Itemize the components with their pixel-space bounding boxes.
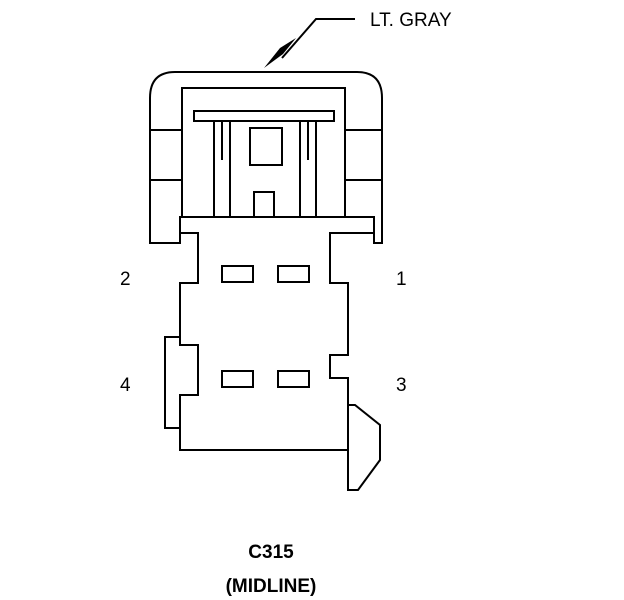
arrowhead-icon <box>264 38 296 68</box>
wire-color-label: LT. GRAY <box>370 10 452 31</box>
terminal-cavity-4 <box>221 370 254 388</box>
connector-body <box>179 217 381 491</box>
terminal-cavity-2 <box>221 265 254 283</box>
connector-hood <box>149 71 383 244</box>
latch-tab <box>249 127 283 166</box>
left-lock-rail <box>164 336 180 429</box>
pin-label-4: 4 <box>120 375 131 396</box>
latch-notch <box>253 191 275 217</box>
terminal-cavity-1 <box>277 265 310 283</box>
terminal-cavity-3 <box>277 370 310 388</box>
connector-location: (MIDLINE) <box>226 576 317 597</box>
pin-label-3: 3 <box>396 375 407 396</box>
color-leader-arrow <box>264 18 355 68</box>
latch-bar <box>193 110 335 122</box>
latch-housing <box>181 87 346 217</box>
pin-label-2: 2 <box>120 269 131 290</box>
connector-id: C315 <box>248 542 294 563</box>
pin-label-1: 1 <box>396 269 407 290</box>
